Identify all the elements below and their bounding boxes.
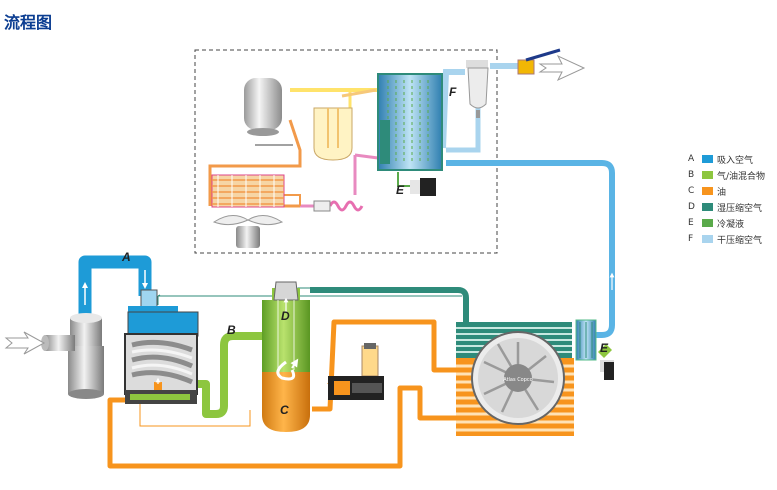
legend-text: 油 <box>717 187 727 198</box>
label-c: C <box>280 403 289 417</box>
dryer-receiver-tank <box>244 78 282 136</box>
legend-swatch <box>702 171 713 179</box>
final-filter <box>466 60 489 118</box>
compressor-element <box>124 289 199 404</box>
dryer-coil <box>328 200 364 212</box>
legend-swatch <box>702 155 713 163</box>
legend-text: 吸入空气 <box>717 155 754 166</box>
label-f: F <box>449 85 457 99</box>
oil-separator <box>262 281 310 432</box>
legend-swatch <box>702 203 713 211</box>
label-d: D <box>281 309 290 323</box>
legend-key: E <box>688 218 694 228</box>
label-e-dryer: E <box>396 183 405 197</box>
legend-swatch <box>702 219 713 227</box>
dry-air-pipe <box>446 160 615 338</box>
legend-item-d: D 湿压缩空气 <box>688 199 765 215</box>
oil-pipe-cooler-loop <box>312 319 458 412</box>
outlet-valve[interactable] <box>517 48 561 75</box>
legend-key: F <box>688 234 694 244</box>
legend-item-e: E 冷凝液 <box>688 215 765 231</box>
intake-filter <box>41 313 104 399</box>
legend-text: 气/油混合物 <box>717 171 766 182</box>
dryer-fan <box>212 215 284 248</box>
dryer-condenser <box>211 174 285 208</box>
thermostatic-valve <box>328 343 384 400</box>
page-title: 流程图 <box>4 13 53 32</box>
dryer-drain <box>410 178 436 196</box>
legend-key: C <box>688 186 695 196</box>
label-e-cooler: E <box>600 341 609 355</box>
wet-air-pipe <box>310 287 469 322</box>
legend-swatch <box>702 235 713 243</box>
legend-text: 冷凝液 <box>717 219 745 230</box>
legend-key: B <box>688 170 695 180</box>
svg-text:Atlas Copco: Atlas Copco <box>503 377 532 383</box>
label-b: B <box>227 323 236 337</box>
mixture-pipe <box>196 332 262 418</box>
air-oil-cooler: Atlas Copco <box>456 319 597 436</box>
dryer-heat-exchanger <box>377 73 443 171</box>
legend-item-f: F 干压缩空气 <box>688 231 765 247</box>
label-a: A <box>121 250 131 264</box>
legend-swatch <box>702 187 713 195</box>
legend-text: 湿压缩空气 <box>717 203 763 214</box>
oil-pipe-return <box>107 385 458 469</box>
intake-arrow <box>4 331 46 355</box>
legend-key: A <box>688 154 695 164</box>
legend-text: 干压缩空气 <box>717 235 763 246</box>
legend-item-b: B 气/油混合物 <box>688 167 765 183</box>
legend-item-a: A 吸入空气 <box>688 151 765 167</box>
dryer-boundary <box>194 49 498 254</box>
dryer-separator <box>313 107 353 161</box>
legend-key: D <box>688 202 695 212</box>
outlet-arrow <box>538 54 586 82</box>
cooler-drain <box>598 344 614 380</box>
